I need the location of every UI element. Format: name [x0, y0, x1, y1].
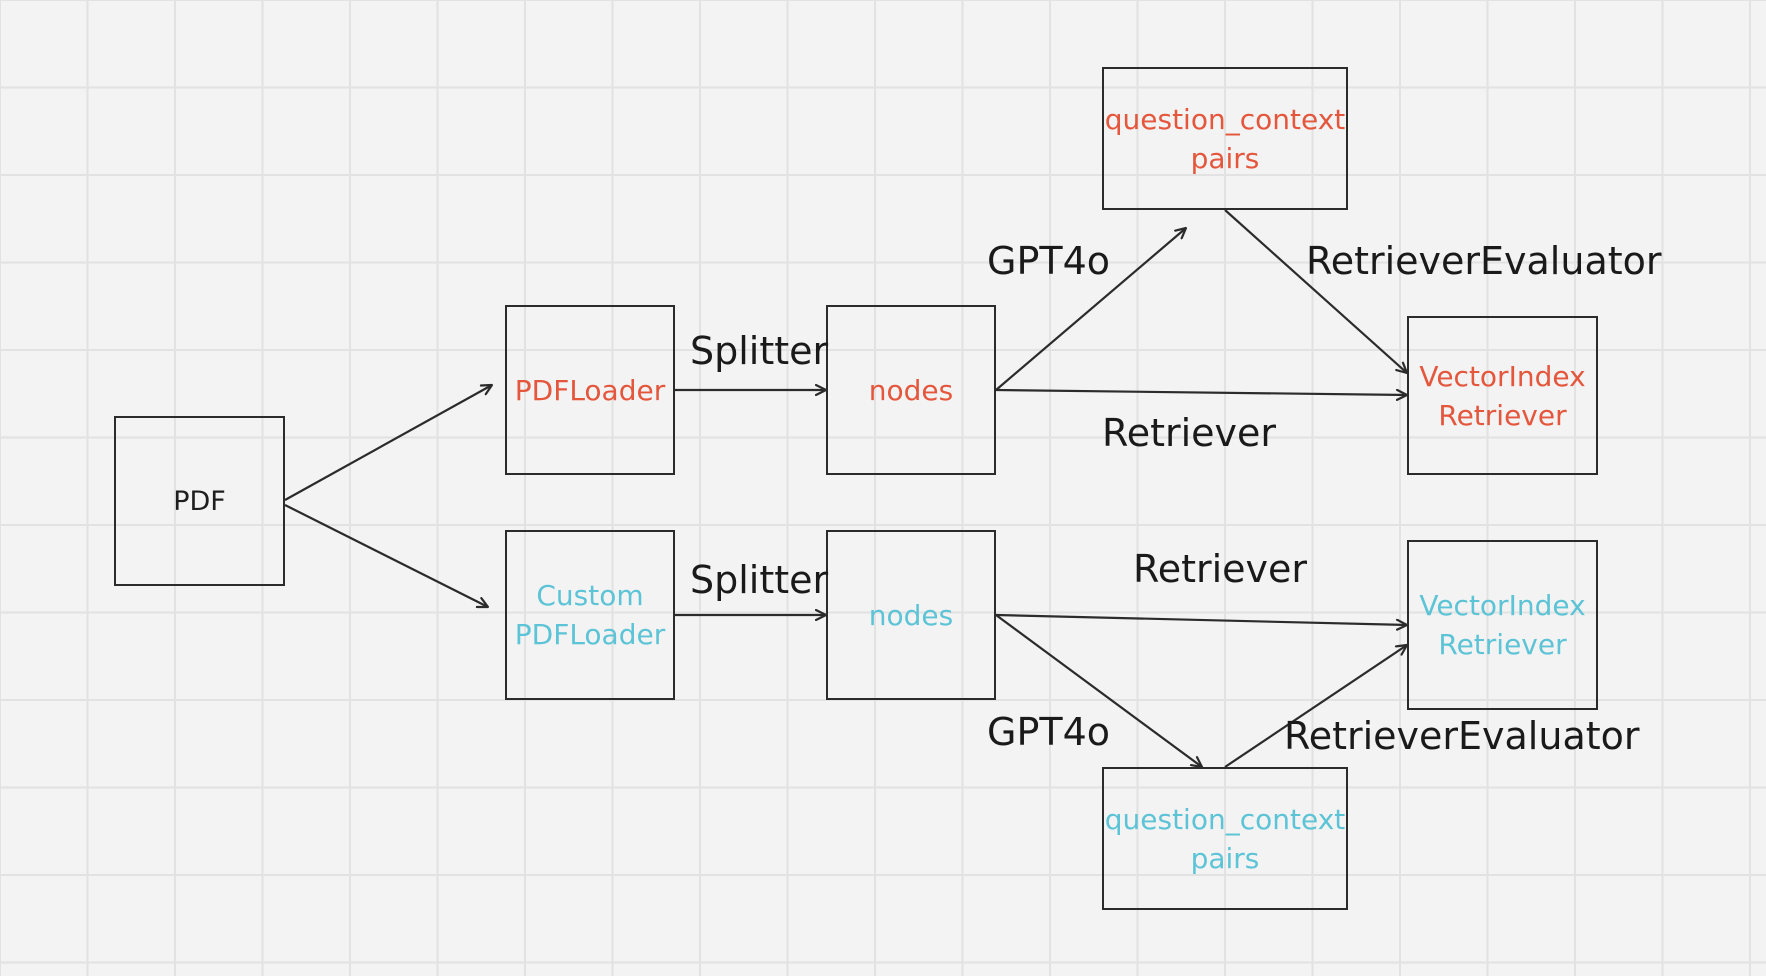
top-question-context-pairs-node: question_context pairs: [1102, 67, 1348, 210]
bottom-nodes-node: nodes: [826, 530, 996, 700]
arrow-top-evaluator: [1224, 209, 1407, 373]
bottom-question-context-pairs-node: question_context pairs: [1102, 767, 1348, 910]
arrow-top-retriever: [995, 390, 1407, 395]
custom-pdfloader-node: Custom PDFLoader: [505, 530, 675, 700]
top-nodes-node-label: nodes: [868, 373, 954, 407]
pdf-node-label: PDF: [173, 485, 226, 517]
bottom-question-context-pairs-label: question_context pairs: [1104, 802, 1346, 875]
bottom-vectorindex-retriever-label: VectorIndex Retriever: [1419, 589, 1586, 661]
pdf-node: PDF: [114, 416, 285, 586]
arrow-bottom-gpt4o: [995, 614, 1202, 767]
arrow-pdf-to-custom-pdfloader: [284, 504, 488, 607]
top-vectorindex-retriever-label: VectorIndex Retriever: [1419, 359, 1586, 432]
bottom-splitter-label: Splitter: [690, 558, 829, 602]
bottom-nodes-node-label: nodes: [868, 598, 954, 632]
arrow-pdf-to-pdfloader: [284, 385, 492, 501]
bottom-retriever-label: Retriever: [1133, 547, 1308, 591]
custom-pdfloader-node-label: Custom PDFLoader: [514, 579, 666, 651]
pdfloader-node-label: PDFLoader: [514, 373, 666, 407]
arrow-bottom-retriever: [995, 613, 1407, 625]
bottom-retriever-evaluator-label: RetrieverEvaluator: [1284, 714, 1640, 758]
top-vectorindex-retriever-node: VectorIndex Retriever: [1407, 316, 1598, 475]
top-retriever-evaluator-label: RetrieverEvaluator: [1306, 239, 1662, 283]
arrow-bottom-evaluator: [1224, 645, 1407, 768]
pdfloader-node: PDFLoader: [505, 305, 675, 475]
top-gpt4o-label: GPT4o: [987, 239, 1110, 283]
bottom-gpt4o-label: GPT4o: [987, 710, 1110, 754]
top-question-context-pairs-label: question_context pairs: [1104, 102, 1346, 175]
bottom-vectorindex-retriever-node: VectorIndex Retriever: [1407, 540, 1598, 710]
top-splitter-label: Splitter: [690, 329, 829, 373]
top-nodes-node: nodes: [826, 305, 996, 475]
arrow-top-gpt4o: [995, 228, 1186, 391]
top-retriever-label: Retriever: [1102, 411, 1277, 455]
